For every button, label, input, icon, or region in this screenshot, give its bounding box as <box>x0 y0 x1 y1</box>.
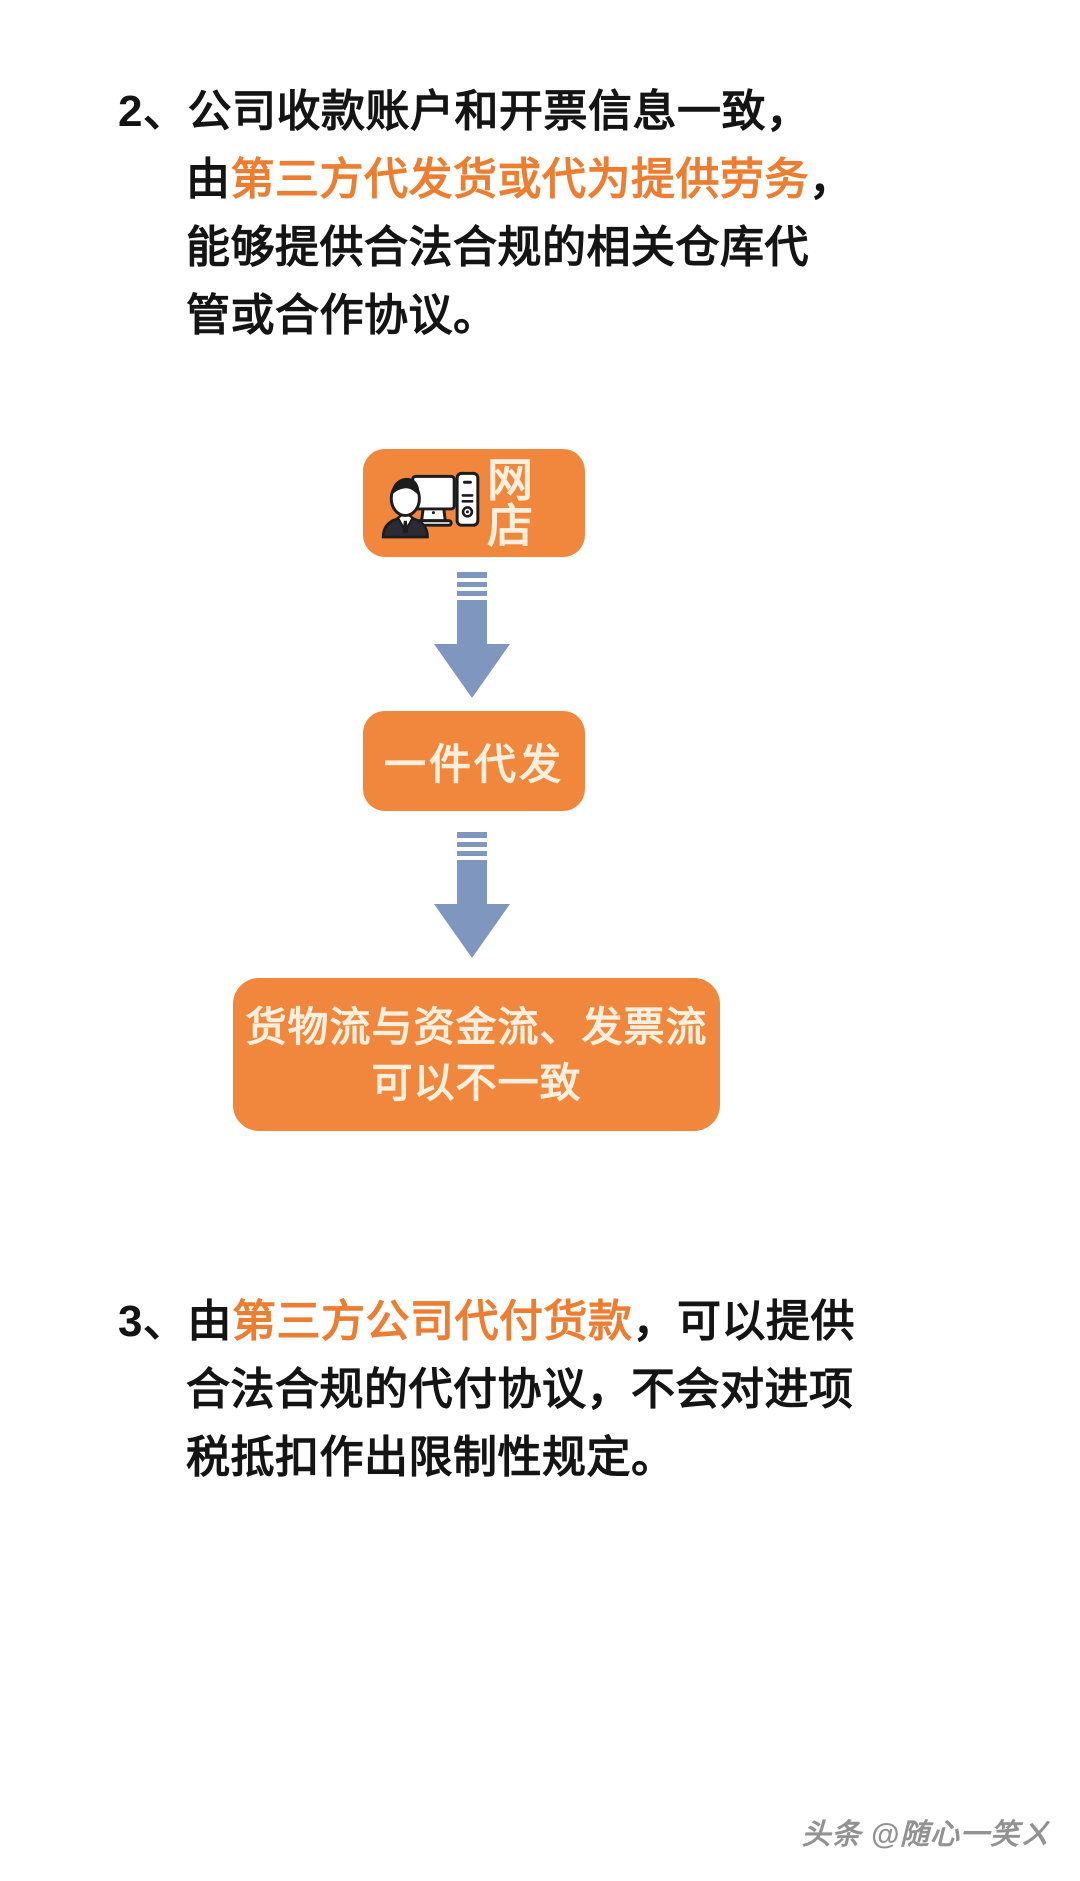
flow-node-conclusion-line-2: 可以不一致 <box>371 1059 582 1106</box>
flow-node-dropship: 一件代发 <box>363 711 585 811</box>
item2-line-4: 管或合作协议。 <box>186 291 498 340</box>
item3-number: 3、 <box>118 1297 188 1346</box>
flow-node-conclusion: 货物流与资金流、发票流 可以不一致 <box>233 978 720 1131</box>
item2-line1-text: 公司收款账户和开票信息一致， <box>187 87 811 136</box>
item3-line-1: 3、由第三方公司代付货款，可以提供 <box>118 1288 855 1356</box>
item2-line2-prefix: 由 <box>186 155 231 204</box>
flow-node-dropship-label: 一件代发 <box>383 740 564 788</box>
flow-node-conclusion-line-1: 货物流与资金流、发票流 <box>245 1003 708 1050</box>
item3-line1-suffix: ，可以提供 <box>632 1297 855 1346</box>
item2-line-1: 2、公司收款账户和开票信息一致， <box>118 78 854 146</box>
item2-line-3: 能够提供合法合规的相关仓库代 <box>186 223 809 272</box>
watermark: 头条 @随心一笑ㄨ <box>801 1819 1050 1851</box>
item2-line2-suffix: ， <box>809 155 854 204</box>
item3-line-3: 税抵扣作出限制性规定。 <box>186 1433 676 1482</box>
paragraph-item-2: 2、公司收款账户和开票信息一致， 由第三方代发货或代为提供劳务， 能够提供合法合… <box>118 78 854 350</box>
down-arrow-icon-2 <box>432 832 512 958</box>
item3-line1-highlight: 第三方公司代付货款 <box>231 1297 633 1346</box>
item2-line-2: 由第三方代发货或代为提供劳务， <box>118 146 854 214</box>
item3-line1-prefix: 由 <box>187 1297 232 1346</box>
down-arrow-icon-1 <box>432 572 512 698</box>
item3-line-2: 合法合规的代付协议，不会对进项 <box>186 1365 854 1414</box>
flow-node-online-shop-label: 网店 <box>487 454 535 552</box>
flow-node-online-shop: 网店 <box>363 449 585 557</box>
person-computer-icon <box>377 466 481 540</box>
item2-line2-highlight: 第三方代发货或代为提供劳务 <box>230 155 809 204</box>
item2-number: 2、 <box>118 87 188 136</box>
paragraph-item-3: 3、由第三方公司代付货款，可以提供 合法合规的代付协议，不会对进项 税抵扣作出限… <box>118 1288 855 1492</box>
